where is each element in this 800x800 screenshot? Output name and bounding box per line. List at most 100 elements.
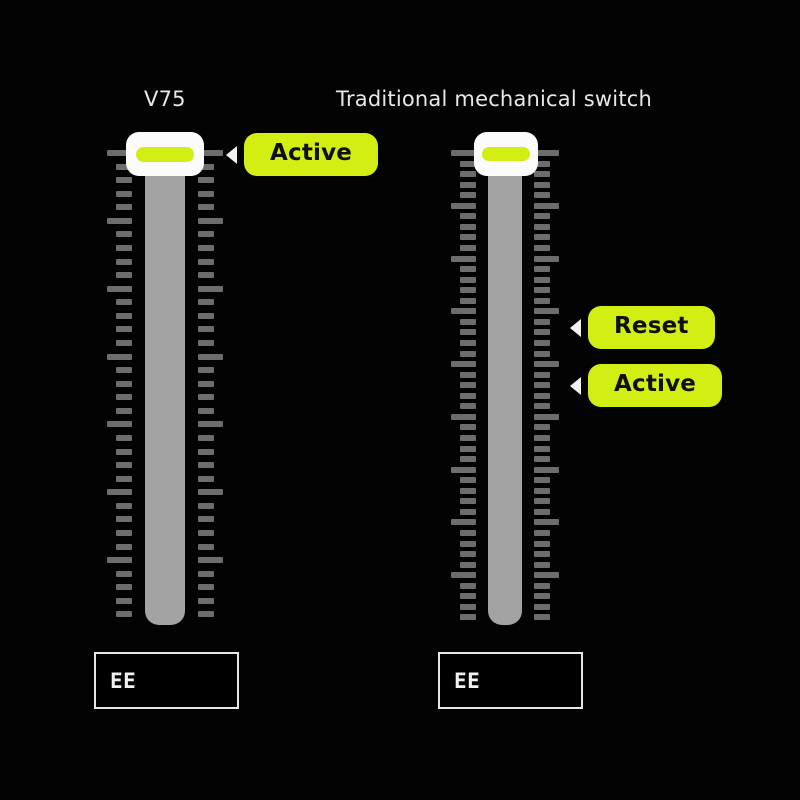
column-heading-v75: V75 (144, 87, 186, 111)
tick-minor (460, 551, 476, 558)
tick-major (534, 413, 559, 420)
knob-indicator-pill (482, 147, 530, 161)
tick-minor (198, 190, 214, 197)
tick-minor (534, 530, 550, 536)
tick-minor (534, 181, 550, 188)
tick-minor (460, 498, 476, 505)
tick-minor (116, 543, 132, 550)
callout-pointer-icon (570, 318, 581, 337)
tick-minor (460, 561, 476, 568)
tick-minor (460, 297, 476, 304)
tick-minor (534, 266, 550, 273)
tick-minor (116, 190, 132, 197)
tick-minor (460, 540, 476, 547)
tick-minor (198, 394, 214, 401)
tick-major (534, 361, 559, 368)
tick-major (534, 572, 559, 579)
slider-track[interactable] (145, 148, 185, 625)
tick-minor (534, 340, 550, 346)
tick-minor (198, 312, 214, 319)
bottom-label-text: EE (454, 668, 481, 693)
tick-minor (534, 603, 550, 610)
tick-minor (460, 456, 476, 463)
tick-minor (460, 403, 476, 410)
tick-major (198, 557, 223, 564)
tick-minor (534, 160, 550, 167)
tick-major (107, 285, 132, 292)
tick-minor (534, 213, 550, 220)
callout-label[interactable]: Reset (588, 306, 715, 349)
bottom-label-box-v75: EE (94, 652, 239, 709)
slider-knob[interactable] (474, 132, 538, 176)
tick-minor (116, 530, 132, 536)
tick-minor (116, 502, 132, 509)
tick-major (107, 557, 132, 564)
column-heading-traditional: Traditional mechanical switch (336, 87, 653, 111)
tick-minor (460, 582, 476, 589)
tick-minor (534, 276, 550, 283)
tick-major (534, 519, 559, 526)
tick-major (198, 421, 223, 428)
tick-minor (198, 272, 214, 279)
bottom-label-text: EE (110, 668, 137, 693)
tick-minor (460, 508, 476, 515)
tick-major (451, 202, 476, 209)
callout-label[interactable]: Active (588, 364, 723, 407)
tick-minor (116, 231, 132, 238)
tick-minor (116, 584, 132, 591)
callout-active-v75[interactable]: Active (226, 133, 379, 176)
tick-major (451, 308, 476, 315)
tick-minor (116, 394, 132, 401)
tick-major (451, 572, 476, 579)
tick-major (198, 489, 223, 496)
tick-minor (460, 445, 476, 452)
tick-minor (534, 614, 550, 621)
tick-major (198, 285, 223, 292)
tick-major (534, 308, 559, 315)
callout-pointer-icon (226, 145, 237, 164)
tick-minor (534, 582, 550, 589)
callout-reset-traditional[interactable]: Reset (570, 306, 715, 349)
tick-minor (198, 462, 214, 469)
tick-rail-left (106, 148, 132, 625)
tick-minor (198, 340, 214, 346)
tick-minor (460, 192, 476, 199)
tick-minor (534, 487, 550, 494)
tick-minor (198, 475, 214, 482)
tick-minor (460, 318, 476, 325)
tick-minor (198, 448, 214, 455)
callout-label[interactable]: Active (244, 133, 379, 176)
tick-major (534, 255, 559, 262)
tick-minor (460, 530, 476, 536)
tick-minor (116, 258, 132, 265)
tick-minor (534, 435, 550, 441)
tick-minor (460, 614, 476, 621)
tick-major (198, 150, 223, 156)
tick-minor (534, 234, 550, 241)
tick-minor (198, 502, 214, 509)
tick-minor (460, 266, 476, 273)
tick-minor (116, 367, 132, 374)
tick-rail-right (198, 148, 224, 625)
tick-minor (116, 245, 132, 251)
callout-active-traditional[interactable]: Active (570, 364, 723, 407)
tick-minor (116, 407, 132, 414)
tick-major (107, 353, 132, 360)
tick-major (107, 489, 132, 496)
tick-minor (460, 329, 476, 336)
tick-minor (198, 570, 214, 577)
tick-minor (534, 371, 550, 378)
tick-minor (198, 177, 214, 184)
tick-minor (116, 597, 132, 604)
tick-minor (198, 530, 214, 536)
tick-minor (460, 392, 476, 399)
tick-minor (460, 234, 476, 241)
tick-major (451, 466, 476, 473)
tick-minor (116, 326, 132, 333)
slider-track[interactable] (488, 148, 522, 625)
tick-minor (116, 299, 132, 306)
tick-minor (198, 597, 214, 604)
tick-minor (198, 407, 214, 414)
slider-knob[interactable] (126, 132, 204, 176)
tick-minor (198, 245, 214, 251)
